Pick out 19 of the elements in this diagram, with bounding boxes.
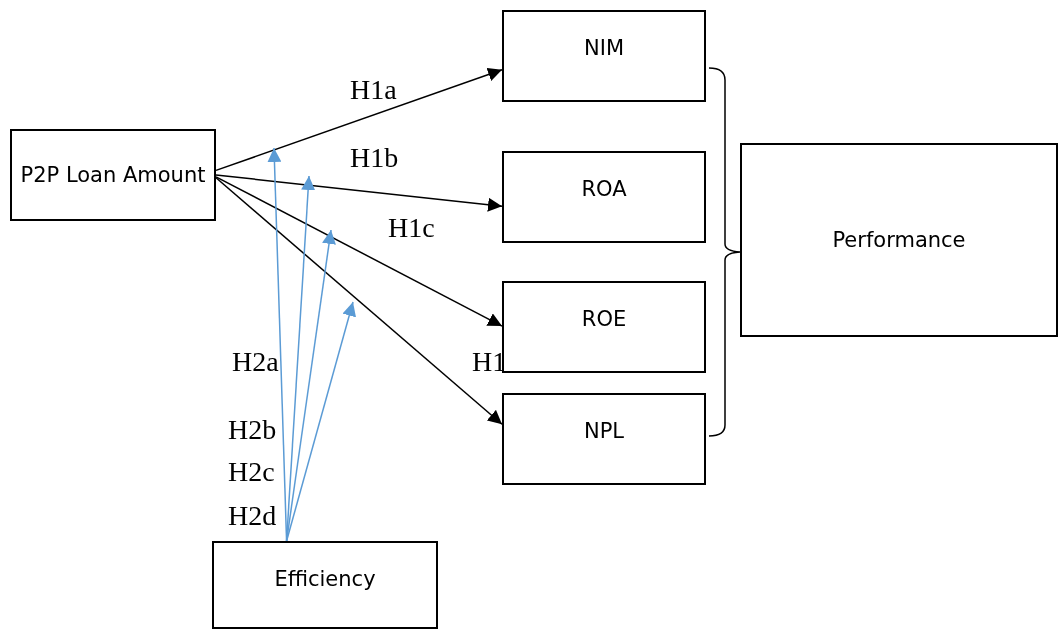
box-label: ROE xyxy=(580,306,628,333)
box-label: ROA xyxy=(580,176,628,203)
arrow xyxy=(285,301,356,542)
arrow xyxy=(215,177,503,426)
variable-box xyxy=(212,541,438,629)
arrow xyxy=(215,174,503,212)
box-label: Efficiency xyxy=(273,566,377,593)
variable-box xyxy=(502,151,706,243)
arrow xyxy=(215,176,503,327)
box-label: Performance xyxy=(831,226,967,254)
variable-box xyxy=(10,129,216,221)
variable-box xyxy=(502,10,706,102)
variable-box xyxy=(502,393,706,485)
variable-box xyxy=(740,143,1058,337)
arrow xyxy=(215,67,503,172)
box-label: NIM xyxy=(583,35,625,62)
box-label: P2P Loan Amount xyxy=(19,161,207,189)
variable-box xyxy=(502,281,706,373)
box-label: NPL xyxy=(582,418,626,445)
